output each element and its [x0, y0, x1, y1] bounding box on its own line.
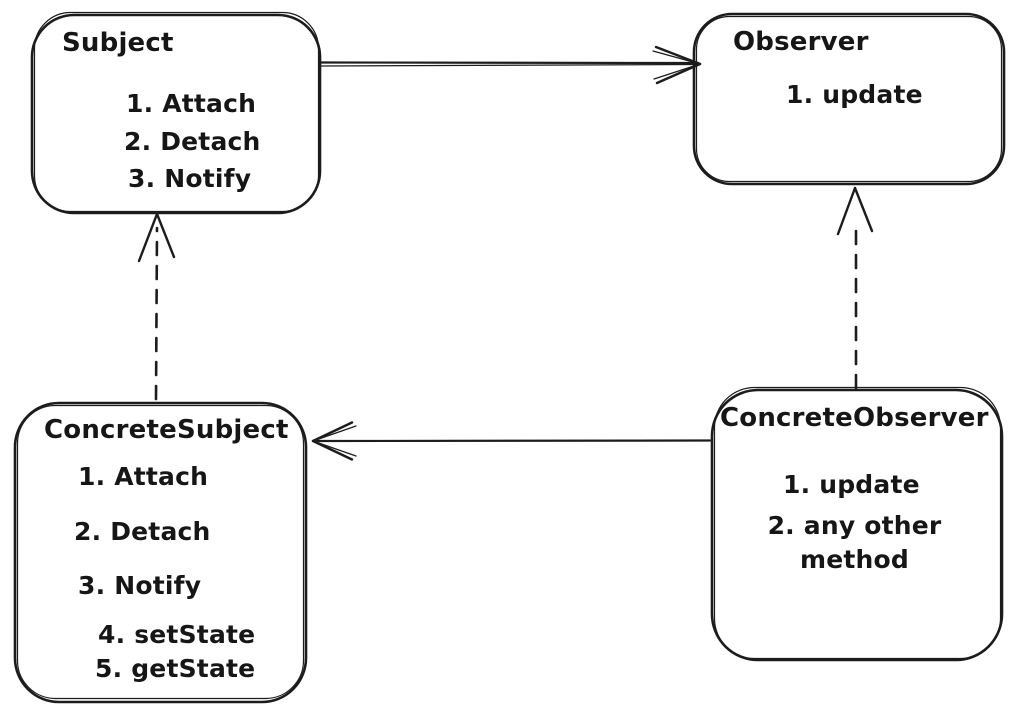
arrow-shaft — [312, 439, 712, 443]
arrow-head-upper-sketch — [652, 50, 701, 65]
concrete-subject-to-subject-arrow — [137, 212, 176, 401]
concrete-subject-method: 3. Notify — [78, 571, 202, 600]
concrete-subject-box-outline-sketch — [16, 404, 305, 700]
subject-title: Subject — [62, 28, 174, 58]
arrow-head-left — [836, 186, 857, 236]
concrete-observer-box-outline-sketch — [713, 386, 1002, 660]
subject-box-outline — [30, 13, 322, 215]
arrow-shaft-dashed — [154, 226, 159, 401]
arrow-head-lower — [655, 62, 702, 85]
concrete-subject-method: 5. getState — [95, 654, 256, 683]
concrete-subject-method: 4. setState — [98, 620, 256, 649]
subject-method: 3. Notify — [128, 164, 252, 193]
concrete-observer-to-concrete-subject-arrow — [311, 421, 712, 461]
subject-to-observer-arrow — [319, 45, 702, 85]
concrete-observer-title: ConcreteObserver — [720, 403, 989, 433]
arrow-head-upper — [654, 45, 702, 66]
arrow-head-lower — [311, 439, 354, 461]
arrow-head-left — [137, 212, 159, 263]
subject-method: 1. Attach — [126, 89, 257, 118]
observer-box-outline — [692, 12, 1006, 186]
concrete-subject-box — [13, 401, 308, 704]
arrow-shaft — [319, 61, 700, 65]
concrete-observer-box-outline — [710, 388, 1004, 662]
concrete-observer-method: 2. any other method — [767, 511, 942, 574]
observer-title: Observer — [733, 27, 869, 57]
arrow-head-right — [155, 212, 176, 259]
concrete-subject-method: 1. Attach — [78, 462, 209, 491]
arrow-shaft-sketch — [320, 63, 699, 67]
observer-method: 1. update — [786, 80, 923, 109]
arrow-head-upper — [311, 421, 354, 443]
concrete-observer-box — [710, 386, 1004, 662]
arrow-head-lower-sketch — [312, 440, 357, 457]
arrow-head-right — [853, 186, 874, 233]
concrete-observer-to-observer-arrow — [836, 186, 874, 390]
concrete-observer-method: 1. update — [783, 470, 920, 499]
arrow-head-upper-sketch — [312, 425, 357, 442]
concrete-subject-box-outline — [13, 401, 308, 704]
observer-box — [692, 12, 1006, 186]
arrow-head-lower-sketch — [653, 63, 701, 80]
subject-box-outline-sketch — [33, 11, 320, 213]
subject-box — [30, 11, 322, 215]
observer-box-outline-sketch — [695, 15, 1003, 183]
subject-method: 2. Detach — [124, 127, 261, 156]
concrete-subject-title: ConcreteSubject — [44, 415, 289, 445]
concrete-subject-method: 2. Detach — [74, 517, 211, 546]
